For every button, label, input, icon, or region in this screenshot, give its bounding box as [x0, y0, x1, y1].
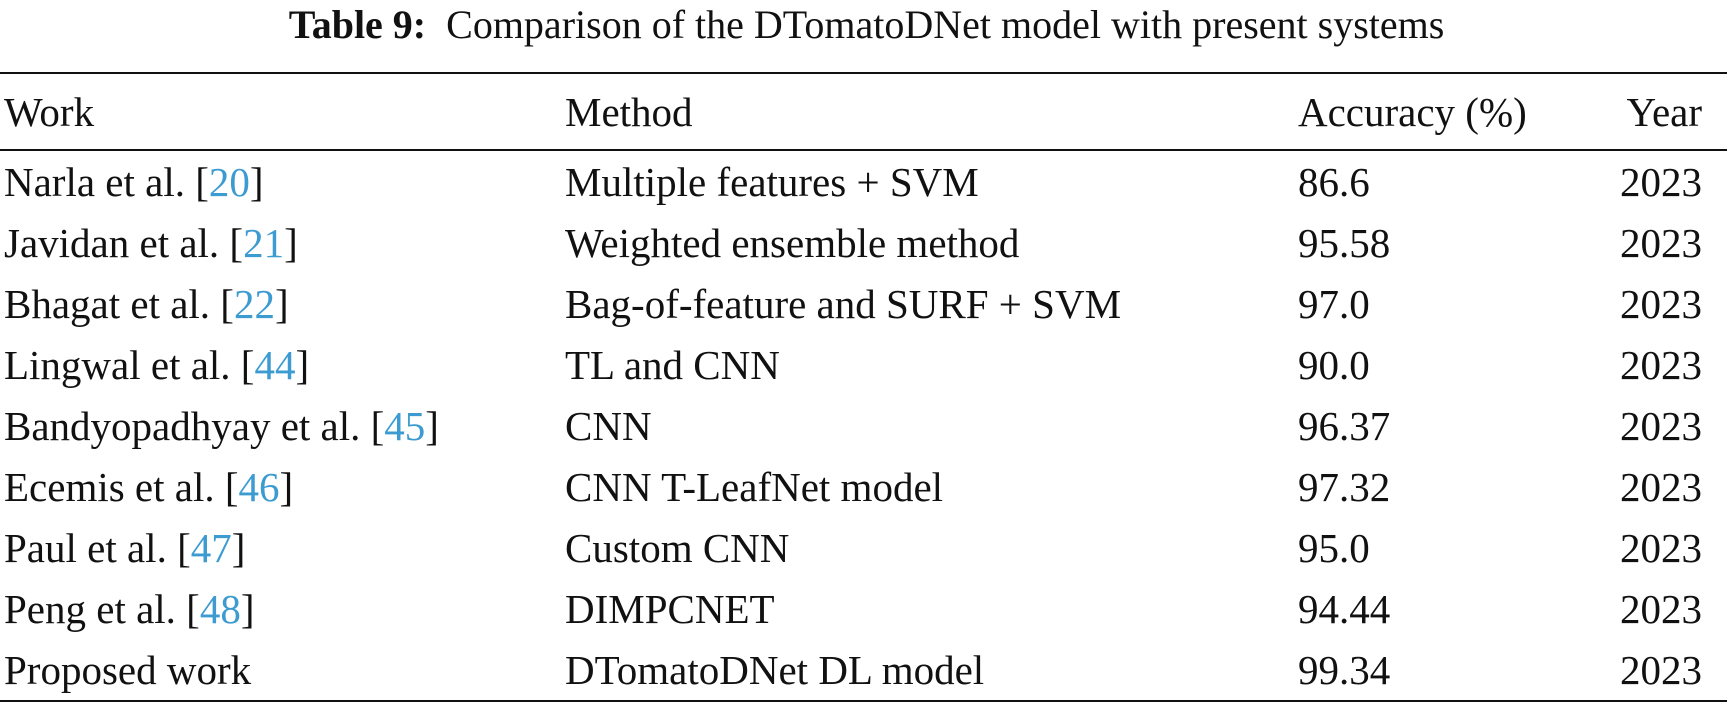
cell-method: Weighted ensemble method	[565, 219, 1020, 266]
table-row: Bhagat et al. [22]Bag-of-feature and SUR…	[0, 273, 1727, 334]
cell-accuracy: 96.37	[1298, 402, 1391, 449]
cell-method: Custom CNN	[565, 524, 790, 571]
table-row: Proposed work DTomatoDNet DL model 99.34 20…	[0, 639, 1727, 701]
work-author: Bhagat et al. [	[4, 280, 234, 327]
cell-accuracy: 97.0	[1298, 280, 1370, 327]
work-author: Ecemis et al. [	[4, 463, 239, 510]
cell-work: Peng et al. [48]	[0, 578, 561, 639]
cell-accuracy: 97.32	[1298, 463, 1391, 510]
work-author: Paul et al. [	[4, 524, 191, 571]
cell-year: 2023	[1620, 524, 1702, 571]
citation-link[interactable]: 45	[384, 402, 426, 449]
cell-method: Bag-of-feature and SURF + SVM	[565, 280, 1122, 327]
cell-accuracy: 95.0	[1298, 524, 1370, 571]
work-author: Proposed work	[4, 646, 252, 693]
header-year: Year	[1626, 88, 1702, 135]
citation-bracket: ]	[425, 402, 439, 449]
cell-year: 2023	[1620, 646, 1702, 693]
cell-year: 2023	[1620, 280, 1702, 327]
cell-accuracy: 90.0	[1298, 341, 1370, 388]
cell-year: 2023	[1620, 219, 1702, 266]
citation-bracket: ]	[240, 585, 255, 632]
work-author: Lingwal et al. [	[4, 341, 255, 388]
work-author: Narla et al. [	[4, 158, 209, 205]
cell-work: Paul et al. [47]	[0, 517, 561, 578]
citation-bracket: ]	[295, 341, 310, 388]
header-accuracy: Accuracy (%)	[1298, 88, 1527, 135]
cell-year: 2023	[1620, 158, 1702, 205]
cell-accuracy: 95.58	[1298, 219, 1391, 266]
cell-work: Proposed work	[0, 639, 561, 701]
table-row: Javidan et al. [21]Weighted ensemble met…	[0, 212, 1727, 273]
cell-work: Bandyopadhyay et al. [45]	[0, 395, 561, 456]
cell-work: Ecemis et al. [46]	[0, 456, 561, 517]
citation-bracket: ]	[231, 524, 246, 571]
citation-link[interactable]: 48	[199, 585, 241, 632]
table-caption-label: Table 9:	[288, 2, 427, 47]
work-author: Bandyopadhyay et al. [	[4, 402, 385, 449]
cell-work: Narla et al. [20]	[0, 150, 561, 212]
cell-method: TL and CNN	[565, 341, 780, 388]
header-method: Method	[565, 88, 693, 135]
citation-bracket: ]	[249, 158, 264, 205]
table-header-row: Work Method Accuracy (%) Year	[0, 73, 1727, 150]
citation-link[interactable]: 44	[254, 341, 296, 388]
cell-accuracy: 94.44	[1298, 585, 1391, 632]
cell-method: Multiple features + SVM	[565, 158, 979, 205]
cell-work: Lingwal et al. [44]	[0, 334, 561, 395]
citation-link[interactable]: 22	[233, 280, 275, 327]
cell-work: Javidan et al. [21]	[0, 212, 561, 273]
citation-link[interactable]: 21	[243, 219, 285, 266]
cell-method: CNN T-LeafNet model	[565, 463, 944, 510]
work-author: Peng et al. [	[4, 585, 200, 632]
cell-work: Bhagat et al. [22]	[0, 273, 561, 334]
citation-bracket: ]	[274, 280, 289, 327]
table-caption-text: Comparison of the DTomatoDNet model with…	[446, 2, 1445, 47]
cell-year: 2023	[1620, 585, 1702, 632]
cell-method: DTomatoDNet DL model	[565, 646, 985, 693]
citation-link[interactable]: 46	[238, 463, 280, 510]
cell-year: 2023	[1620, 341, 1702, 388]
citation-bracket: ]	[284, 219, 298, 266]
citation-link[interactable]: 47	[190, 524, 232, 571]
table-row: Narla et al. [20]Multiple features + SVM…	[0, 150, 1727, 212]
citation-link[interactable]: 20	[208, 158, 250, 205]
table-body: Narla et al. [20]Multiple features + SVM…	[0, 150, 1727, 701]
cell-year: 2023	[1620, 463, 1702, 510]
cell-method: CNN	[565, 402, 652, 449]
citation-bracket: ]	[279, 463, 294, 510]
work-author: Javidan et al. [	[4, 219, 244, 266]
cell-accuracy: 99.34	[1298, 646, 1391, 693]
comparison-table: Work Method Accuracy (%) Year Narla et a…	[0, 72, 1727, 702]
cell-year: 2023	[1620, 402, 1702, 449]
cell-method: DIMPCNET	[565, 585, 775, 632]
header-work: Work	[4, 88, 95, 135]
table-caption: Table 9: Comparison of the DTomatoDNet m…	[0, 0, 1733, 50]
cell-accuracy: 86.6	[1298, 158, 1370, 205]
